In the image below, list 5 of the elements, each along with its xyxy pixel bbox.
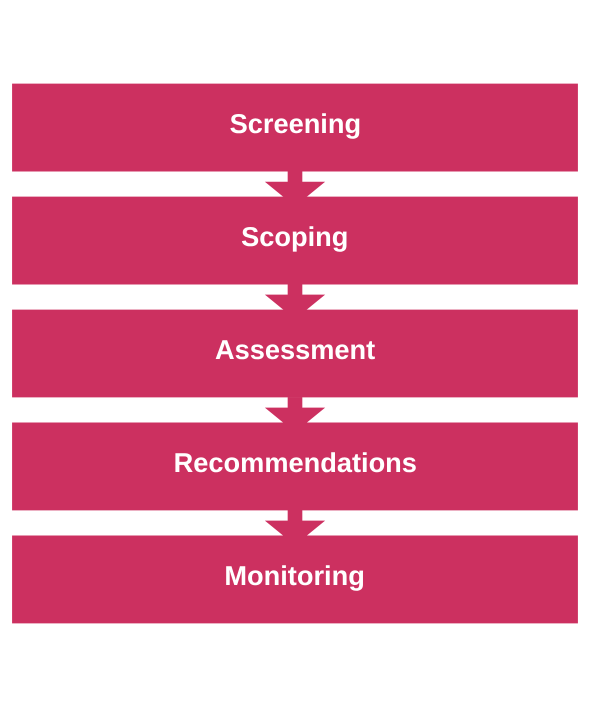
node-box: Assessment	[12, 310, 578, 398]
node-box: Monitoring	[12, 535, 578, 624]
node-box: Recommendations	[12, 422, 578, 510]
node-box: Scoping	[12, 196, 578, 284]
node-box: Screening	[12, 84, 578, 172]
